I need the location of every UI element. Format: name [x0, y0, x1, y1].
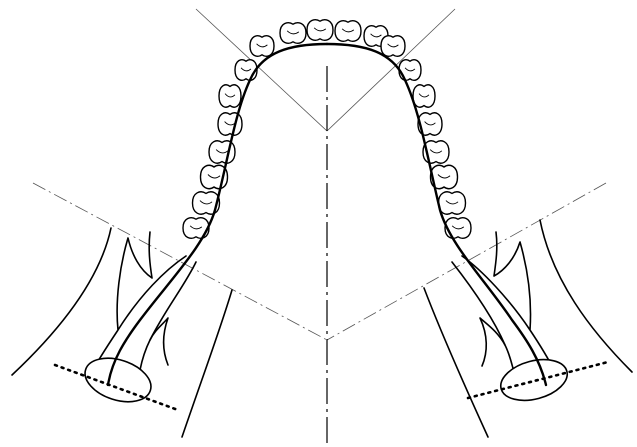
lower-right-reference-line — [327, 183, 606, 340]
tooth-left-first-premolar-14 — [413, 85, 435, 107]
tooth-right-lateral-incisor-6 — [235, 60, 257, 80]
left-inner-ramus-line — [182, 290, 232, 437]
tooth-right-canine-5 — [219, 85, 241, 107]
tooth-outline — [335, 21, 361, 41]
tooth-left-third-molar-18 — [439, 192, 466, 214]
right-inner-ramus-line — [424, 288, 488, 437]
left-ramus-process — [92, 232, 196, 372]
tooth-outline — [413, 85, 435, 107]
mandible-outline — [12, 220, 632, 437]
lower-left-reference-line — [33, 183, 327, 340]
tooth-outline — [307, 20, 333, 40]
tooth-outline — [399, 60, 421, 80]
right-condyle — [496, 353, 572, 407]
tooth-left-lateral-incisor-12 — [381, 36, 405, 56]
tooth-left-third-molar-19 — [445, 218, 471, 238]
tooth-right-central-incisor-8 — [280, 23, 306, 43]
tooth-left-central-incisor-9 — [307, 20, 333, 40]
tooth-left-central-incisor-10 — [335, 21, 361, 41]
tooth-outline — [219, 85, 241, 107]
right-ramus-notch — [480, 318, 505, 366]
tooth-outline — [280, 23, 306, 43]
tooth-outline — [235, 60, 257, 80]
tooth-outline — [250, 36, 274, 56]
right-ramus-process — [452, 232, 554, 372]
tooth-outline — [381, 36, 405, 56]
tooth-outline — [445, 218, 471, 238]
tooth-left-canine-13 — [399, 60, 421, 80]
tooth-right-central-incisor-7 — [250, 36, 274, 56]
right-outer-ramus-line — [540, 220, 632, 372]
left-outer-ramus-line — [12, 228, 111, 375]
left-condyle — [79, 350, 156, 409]
right-arch-curve — [327, 44, 546, 385]
tooth-outline — [439, 192, 466, 214]
